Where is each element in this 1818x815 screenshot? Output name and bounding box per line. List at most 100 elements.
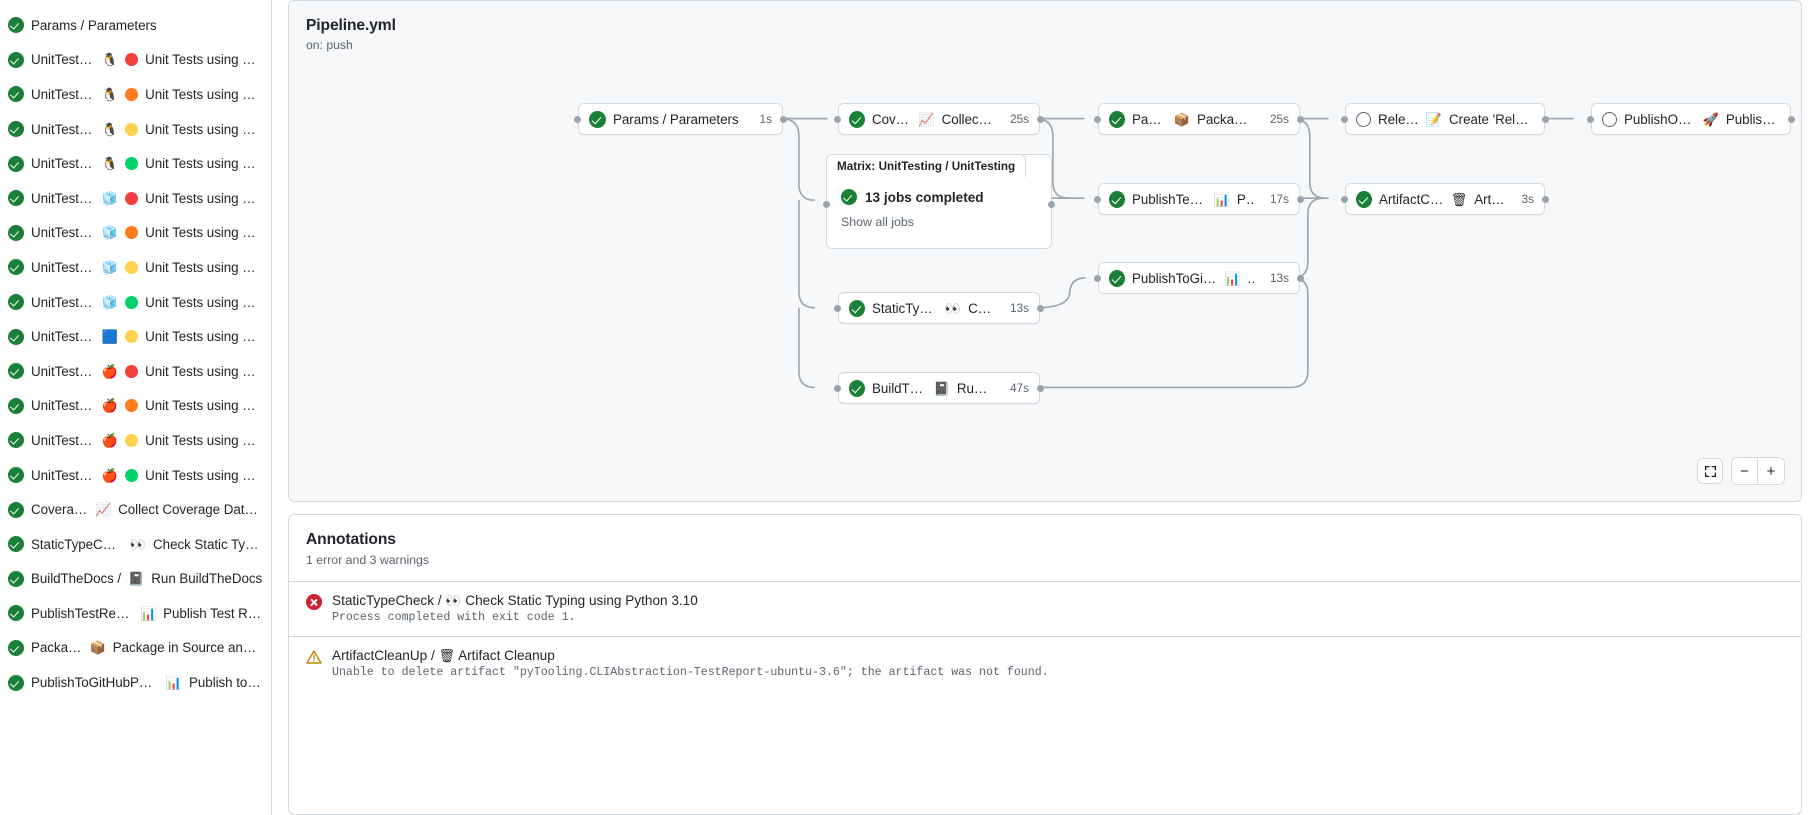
graph-node-publishtogithubpages[interactable]: PublishToGitHubPages / 📊...13s	[1098, 262, 1300, 294]
sidebar-job-name: UnitTesting /	[31, 329, 95, 344]
sidebar-job-item[interactable]: PublishTestResults / 📊Publish Test Resu.…	[0, 596, 271, 631]
success-check-icon	[1109, 191, 1125, 208]
graph-node-statictypecheck[interactable]: StaticTypeCheck / 👀Chec...13s	[838, 292, 1040, 324]
sidebar-job-item[interactable]: UnitTesting / 🍎Unit Tests using Pyth...	[0, 354, 271, 389]
sidebar-job-item[interactable]: UnitTesting / 🍎Unit Tests using Pyth...	[0, 389, 271, 424]
sidebar-job-item[interactable]: UnitTesting / 🧊Unit Tests using Pyth...	[0, 285, 271, 320]
sidebar-job-item[interactable]: UnitTesting / 🐧Unit Tests using Pyth...	[0, 146, 271, 181]
job-emoji-icon: 🍎	[102, 365, 118, 378]
sidebar-job-item[interactable]: PublishToGitHubPages / 📊 Publish to G...	[0, 665, 271, 700]
annotations-card: Annotations 1 error and 3 warnings Stati…	[288, 514, 1802, 815]
graph-node-artifactcleanup[interactable]: ArtifactCleanUp / 🗑Artifac...3s	[1345, 183, 1545, 215]
annotations-list: StaticTypeCheck / 👀 Check Static Typing …	[289, 581, 1801, 691]
python-version-dot-icon	[125, 157, 138, 170]
graph-node-publishonpypi[interactable]: PublishOnPyPI / 🚀Publish to ...	[1591, 103, 1791, 135]
sidebar-job-step: Unit Tests using Pyth...	[145, 225, 263, 240]
matrix-group-unittesting[interactable]: Matrix: UnitTesting / UnitTesting 13 job…	[826, 154, 1052, 249]
job-emoji-icon: 📊	[140, 607, 156, 620]
error-icon	[306, 594, 322, 610]
node-input-pip	[834, 385, 841, 392]
workflow-graph-card[interactable]: Pipeline.yml on: push	[288, 0, 1802, 502]
python-version-dot-icon	[125, 330, 138, 343]
sidebar-job-item[interactable]: StaticTypeCheck / 👀Check Static Typing..…	[0, 527, 271, 562]
sidebar-job-item[interactable]: Package / 📦Package in Source and Wh...	[0, 631, 271, 666]
sidebar-job-item[interactable]: UnitTesting / 🧊Unit Tests using Pyth...	[0, 181, 271, 216]
sidebar-job-item[interactable]: UnitTesting / 🐧Unit Tests using Pyth...	[0, 112, 271, 147]
sidebar-job-item[interactable]: UnitTesting / 🐧Unit Tests using Pyth...	[0, 43, 271, 78]
graph-edges	[289, 1, 1801, 501]
job-emoji-icon: 🍎	[102, 469, 118, 482]
graph-node-buildthedocs[interactable]: BuildTheDocs / 📓Run Buil...47s	[838, 372, 1040, 404]
node-input-pip	[1341, 196, 1348, 203]
graph-node-coverage[interactable]: Coverage / 📈 Collect Cove... 25s	[838, 103, 1040, 135]
annotation-item: StaticTypeCheck / 👀 Check Static Typing …	[289, 581, 1801, 636]
node-step-name: Run Buil...	[957, 381, 994, 396]
sidebar-job-name: Coverage /	[31, 502, 88, 517]
node-input-pip	[1341, 116, 1348, 123]
python-version-dot-icon	[125, 53, 138, 66]
graph-node-publishtestresults[interactable]: PublishTestResults / 📊Pu...17s	[1098, 183, 1300, 215]
jobs-sidebar[interactable]: Params / ParametersUnitTesting / 🐧Unit T…	[0, 0, 272, 815]
sidebar-job-item[interactable]: UnitTesting / 🟦Unit Tests using Pyth...	[0, 319, 271, 354]
fit-to-screen-button[interactable]	[1697, 458, 1723, 484]
sidebar-job-step: Unit Tests using Pyth...	[145, 433, 263, 448]
sidebar-job-name: UnitTesting /	[31, 191, 95, 206]
job-emoji-icon: 🧊	[102, 261, 118, 274]
sidebar-job-step: Run BuildTheDocs	[151, 571, 262, 586]
node-emoji-icon: 🗑	[1451, 193, 1468, 206]
node-job-name: PublishOnPyPI /	[1624, 112, 1696, 127]
sidebar-job-step: Unit Tests using Pyth...	[145, 87, 263, 102]
node-job-name: PublishToGitHubPages /	[1132, 271, 1217, 286]
success-check-icon	[1109, 270, 1125, 287]
python-version-dot-icon	[125, 434, 138, 447]
sidebar-job-name: StaticTypeCheck /	[31, 537, 123, 552]
zoom-buttons-group[interactable]: − +	[1731, 457, 1785, 485]
zoom-out-button[interactable]: −	[1732, 458, 1758, 484]
sidebar-job-step: Unit Tests using Pyth...	[145, 398, 263, 413]
sidebar-job-name: PublishTestResults /	[31, 606, 133, 621]
sidebar-job-item[interactable]: UnitTesting / 🧊Unit Tests using Pyth...	[0, 216, 271, 251]
sidebar-job-item[interactable]: UnitTesting / 🍎Unit Tests using Pyth...	[0, 458, 271, 493]
sidebar-job-step: Publish to G...	[189, 675, 263, 690]
success-check-icon	[849, 111, 865, 128]
graph-node-params[interactable]: Params / Parameters1s	[578, 103, 783, 135]
sidebar-job-item[interactable]: UnitTesting / 🐧Unit Tests using Pyth...	[0, 77, 271, 112]
success-check-icon	[849, 380, 865, 397]
node-job-name: Coverage /	[872, 112, 911, 127]
graph-node-release[interactable]: Release / 📝Create 'Release P...	[1345, 103, 1545, 135]
job-emoji-icon: 🧊	[102, 192, 118, 205]
graph-zoom-controls[interactable]: − +	[1697, 457, 1785, 485]
node-duration: 25s	[1001, 112, 1029, 126]
sidebar-job-step: Unit Tests using Pyth...	[145, 260, 263, 275]
sidebar-job-item[interactable]: UnitTesting / 🧊Unit Tests using Pyth...	[0, 250, 271, 285]
node-emoji-icon: 🚀	[1703, 113, 1719, 126]
node-input-pip	[1094, 116, 1101, 123]
node-step-name: Collect Cove...	[942, 112, 994, 127]
node-emoji-icon: 📈	[918, 113, 934, 126]
sidebar-job-item[interactable]: Params / Parameters	[0, 8, 271, 43]
python-version-dot-icon	[125, 365, 138, 378]
success-check-icon	[8, 502, 24, 518]
sidebar-job-item[interactable]: UnitTesting / 🍎Unit Tests using Pyth...	[0, 423, 271, 458]
success-check-icon	[841, 189, 857, 205]
matrix-group-label: Matrix: UnitTesting / UnitTesting	[837, 160, 1015, 173]
graph-node-package[interactable]: Package / 📦Package in So...25s	[1098, 103, 1300, 135]
success-check-icon	[8, 190, 24, 206]
python-version-dot-icon	[125, 296, 138, 309]
sidebar-job-name: PublishToGitHubPages /	[31, 675, 159, 690]
sidebar-job-item[interactable]: BuildTheDocs / 📓Run BuildTheDocs	[0, 562, 271, 597]
node-step-name: Chec...	[968, 301, 994, 316]
zoom-in-button[interactable]: +	[1758, 458, 1784, 484]
node-input-pip	[1094, 196, 1101, 203]
node-job-name: Package /	[1132, 112, 1167, 127]
node-emoji-icon: 📓	[934, 382, 950, 395]
node-job-name: Release /	[1378, 112, 1419, 127]
job-emoji-icon: 📊	[166, 676, 182, 689]
node-output-pip	[1297, 275, 1304, 282]
python-version-dot-icon	[125, 123, 138, 136]
sidebar-job-item[interactable]: Coverage / 📈Collect Coverage Data usi...	[0, 492, 271, 527]
pending-circle-icon	[1356, 112, 1371, 127]
graph-canvas[interactable]: Params / Parameters1s Coverage / 📈 Collect…	[289, 1, 1801, 501]
show-all-jobs-link[interactable]: Show all jobs	[841, 215, 1037, 229]
success-check-icon	[1356, 191, 1372, 208]
